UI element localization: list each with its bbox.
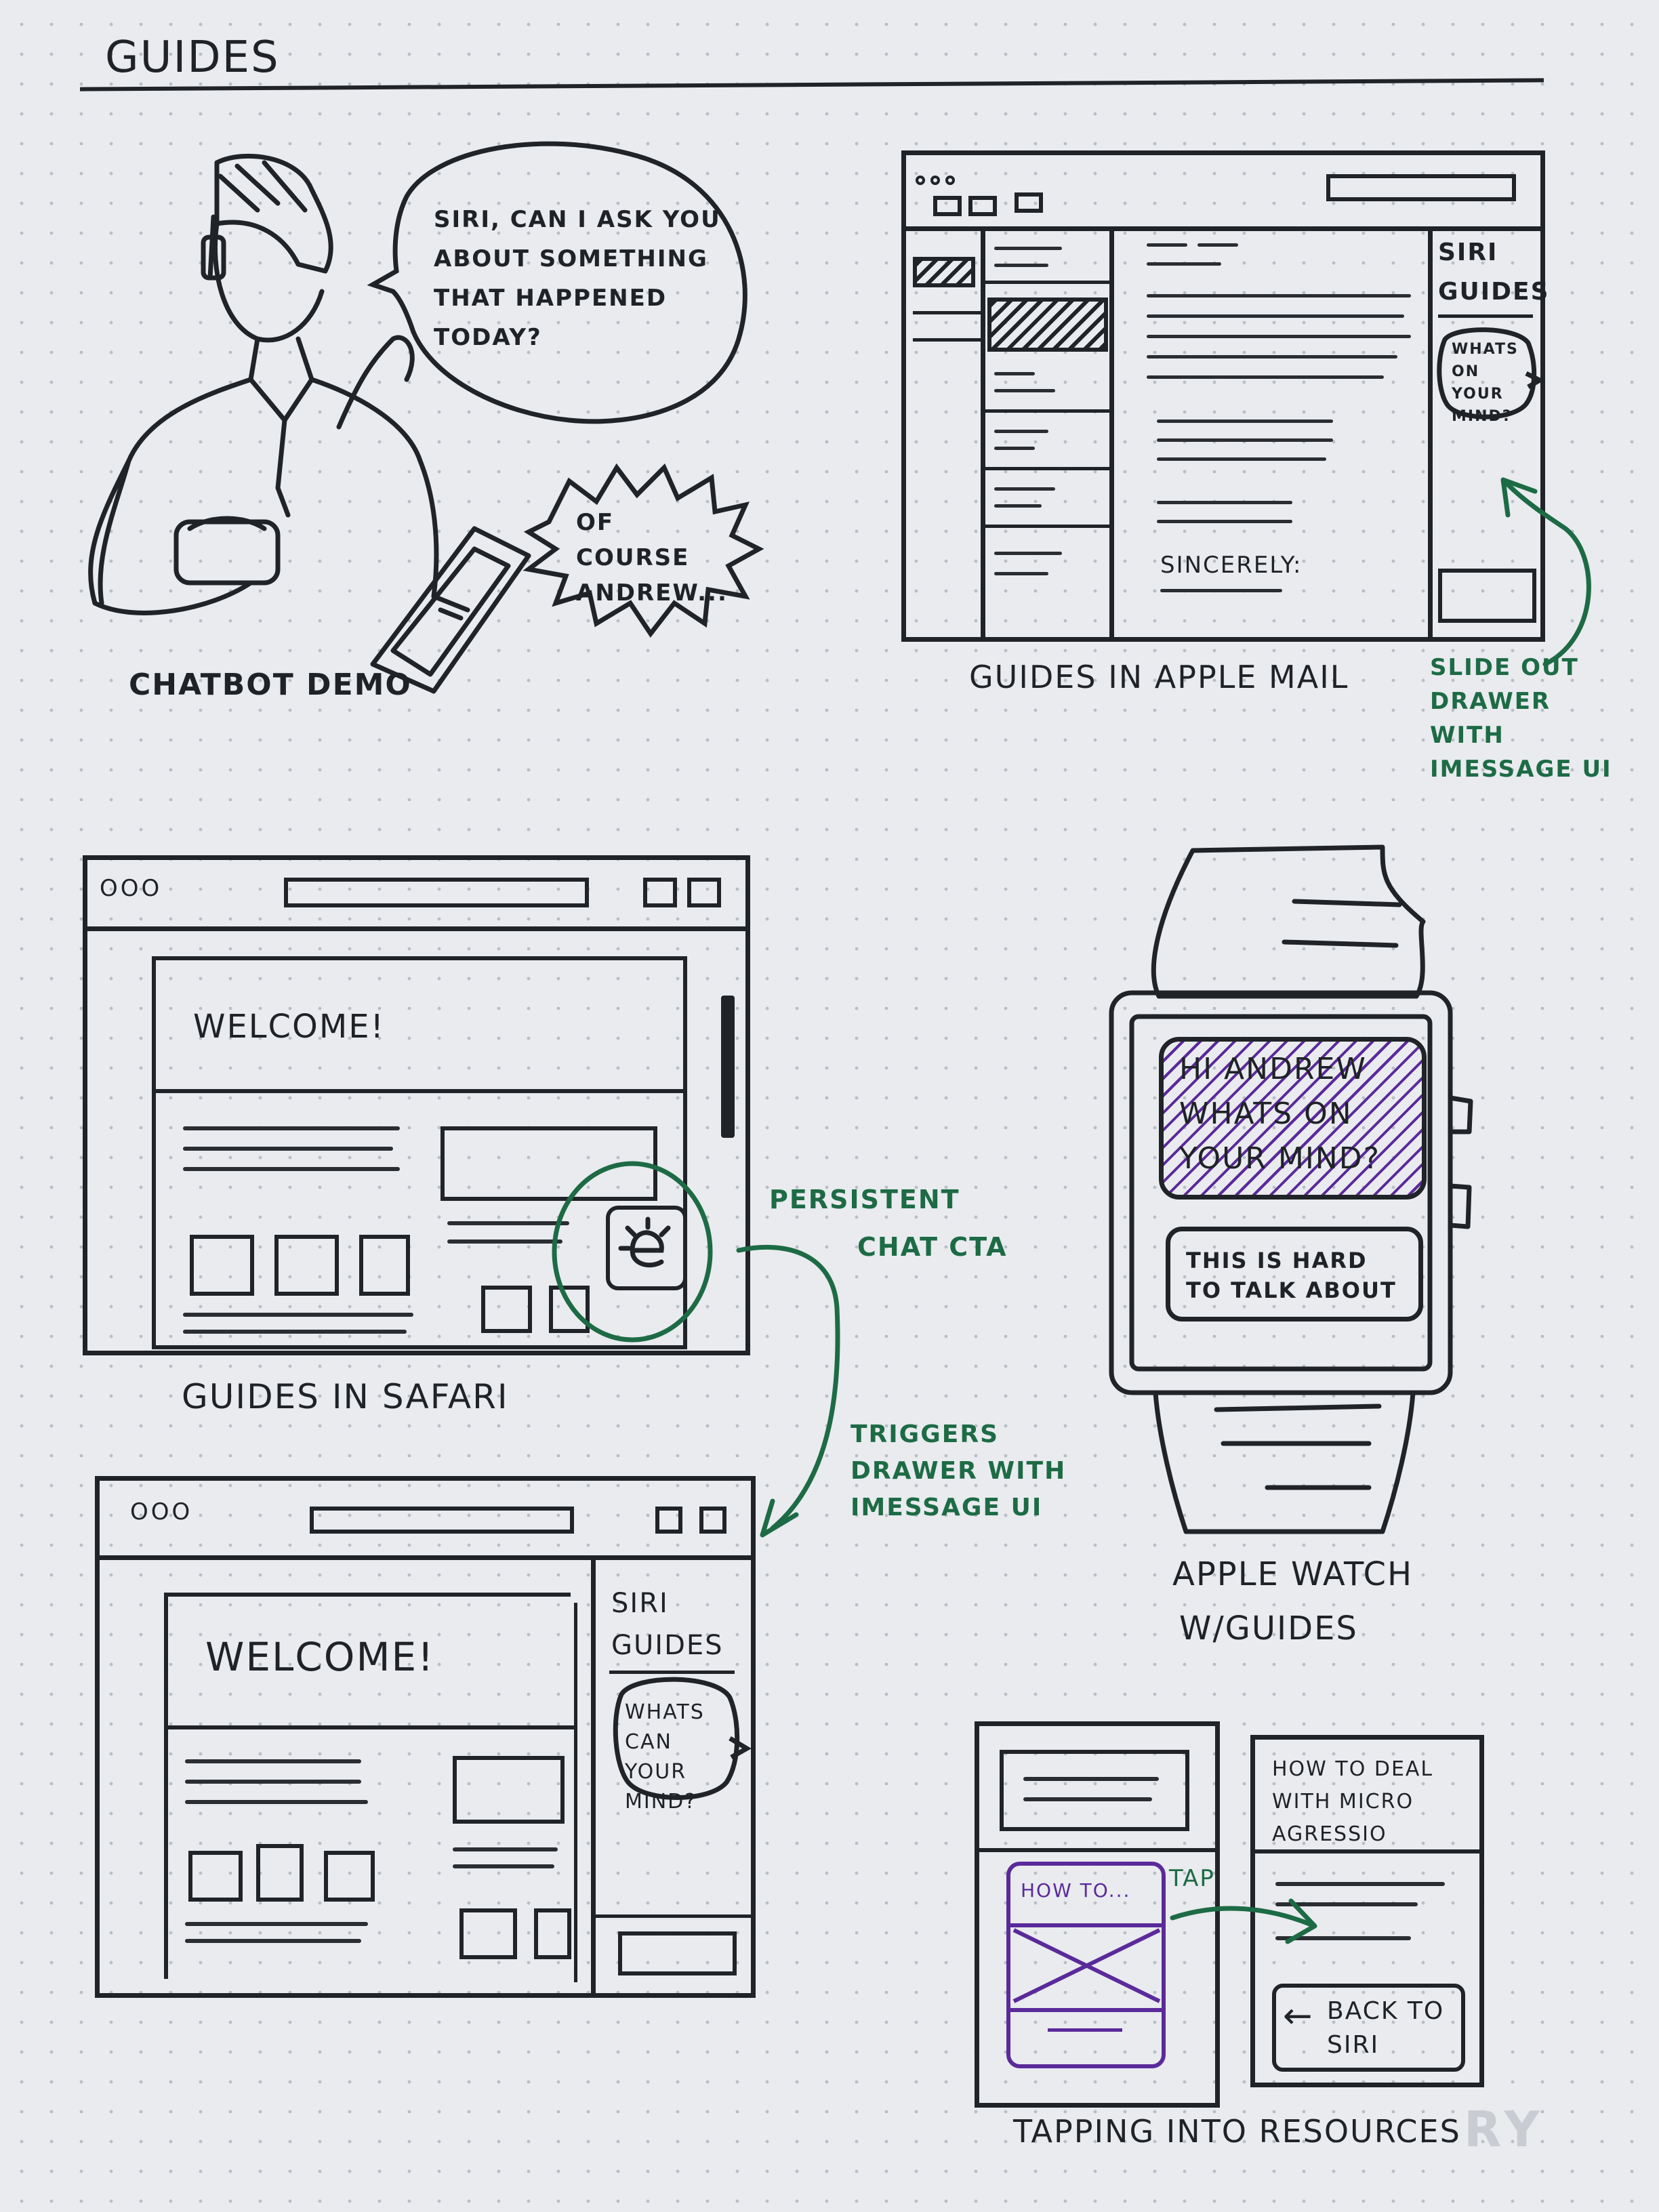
chatbot-question-text: SIRI, CAN I ASK YOU ABOUT SOMETHING THAT… — [434, 206, 721, 351]
safari-window-controls[interactable]: OOO — [100, 875, 163, 902]
chat-cta-icon — [618, 1216, 671, 1268]
safari-address-bar[interactable] — [284, 878, 589, 907]
back-to-siri-button[interactable]: ← BACK TO SIRI — [1272, 1984, 1465, 2072]
back-arrow-icon: ← — [1283, 1996, 1314, 2036]
mail-drawer-bubble — [1437, 327, 1543, 419]
resource-card[interactable]: HOW TO... — [1006, 1862, 1166, 2068]
resources-article-title: HOW TO DEAL WITH MICRO AGRESSIO — [1272, 1757, 1434, 1846]
chatbot-caption: CHATBOT DEMO — [129, 668, 412, 702]
resources-tap-label: TAP — [1169, 1865, 1215, 1892]
safari-drawer-bubble-text: WHATS CAN YOUR MIND? — [625, 1700, 705, 1814]
watch-incoming-message — [1159, 1037, 1427, 1200]
back-to-siri-label: BACK TO SIRI — [1327, 1997, 1445, 2059]
mail-drawer-bubble-text: WHATS ON YOUR MIND? — [1452, 341, 1519, 425]
watch-caption-line2: W/GUIDES — [1179, 1610, 1358, 1647]
safari-welcome-heading: WELCOME! — [193, 1008, 385, 1046]
safari-drawer-window: OOO WELCOME! SIRI GUIDES WHATS CAN YOUR … — [95, 1476, 756, 1998]
watch-outgoing-text: THIS IS HARD TO TALK ABOUT — [1186, 1248, 1397, 1303]
safari-caption: GUIDES IN SAFARI — [182, 1377, 509, 1416]
resources-caption: TAPPING INTO RESOURCES — [1013, 2113, 1461, 2150]
mail-sidebar-selected[interactable] — [913, 257, 975, 287]
safari-drawer-address-bar[interactable] — [310, 1507, 574, 1534]
safari-page-content: WELCOME! — [152, 956, 687, 1349]
safari-drawer-page-content: WELCOME! — [164, 1593, 575, 1979]
page-title: GUIDES — [105, 33, 280, 83]
mail-signoff: SINCERELY: — [1160, 552, 1303, 579]
watermark: RY — [1464, 2101, 1545, 2158]
resources-phone-right: HOW TO DEAL WITH MICRO AGRESSIO ← BACK T… — [1250, 1735, 1484, 2087]
mail-drawer-input[interactable] — [1438, 569, 1536, 623]
safari-drawer-input[interactable] — [618, 1931, 737, 1975]
chatbot-sketch: SIRI, CAN I ASK YOU ABOUT SOMETHING THAT… — [54, 136, 806, 705]
mail-caption: GUIDES IN APPLE MAIL — [969, 659, 1349, 695]
resource-card-title: HOW TO... — [1021, 1879, 1131, 1902]
watch-outline — [1109, 844, 1473, 1534]
mail-drawer-title: SIRI GUIDES — [1438, 239, 1550, 306]
mail-message-selected[interactable] — [987, 298, 1108, 352]
safari-cta-annotation-line1: PERSISTENT — [769, 1185, 960, 1214]
mail-search-field[interactable] — [1326, 174, 1516, 201]
apple-watch-sketch: HI ANDREW WHATS ON YOUR MIND? THIS IS HA… — [1098, 840, 1518, 1545]
safari-drawer-title: SIRI GUIDES — [611, 1588, 724, 1661]
safari-drawer-annotation: TRIGGERS DRAWER WITH IMESSAGE UI — [851, 1420, 1067, 1521]
safari-cta-annotation-line2: CHAT CTA — [857, 1232, 1008, 1262]
safari-window: OOO WELCOME! — [83, 855, 750, 1355]
resources-phone-left: HOW TO... — [975, 1721, 1220, 2108]
person-with-phone-illustration — [88, 141, 764, 694]
watch-caption-line1: APPLE WATCH — [1172, 1555, 1414, 1593]
chatbot-reply-text: OF COURSE ANDREW... — [576, 509, 728, 607]
mail-window: SINCERELY: SIRI GUIDES WHATS ON YOUR MIN… — [901, 150, 1550, 642]
title-underline — [80, 78, 1544, 91]
watch-incoming-text: HI ANDREW WHATS ON YOUR MIND? — [1179, 1052, 1380, 1176]
safari-drawer-window-controls[interactable]: OOO — [130, 1498, 193, 1525]
watch-outgoing-message[interactable] — [1166, 1227, 1423, 1322]
mail-drawer-annotation: SLIDE OUT DRAWER WITH IMESSAGE UI — [1430, 654, 1612, 783]
safari-drawer-bubble — [613, 1677, 752, 1800]
safari-drawer-welcome-heading: WELCOME! — [205, 1634, 435, 1680]
safari-scrollbar[interactable] — [721, 996, 735, 1138]
